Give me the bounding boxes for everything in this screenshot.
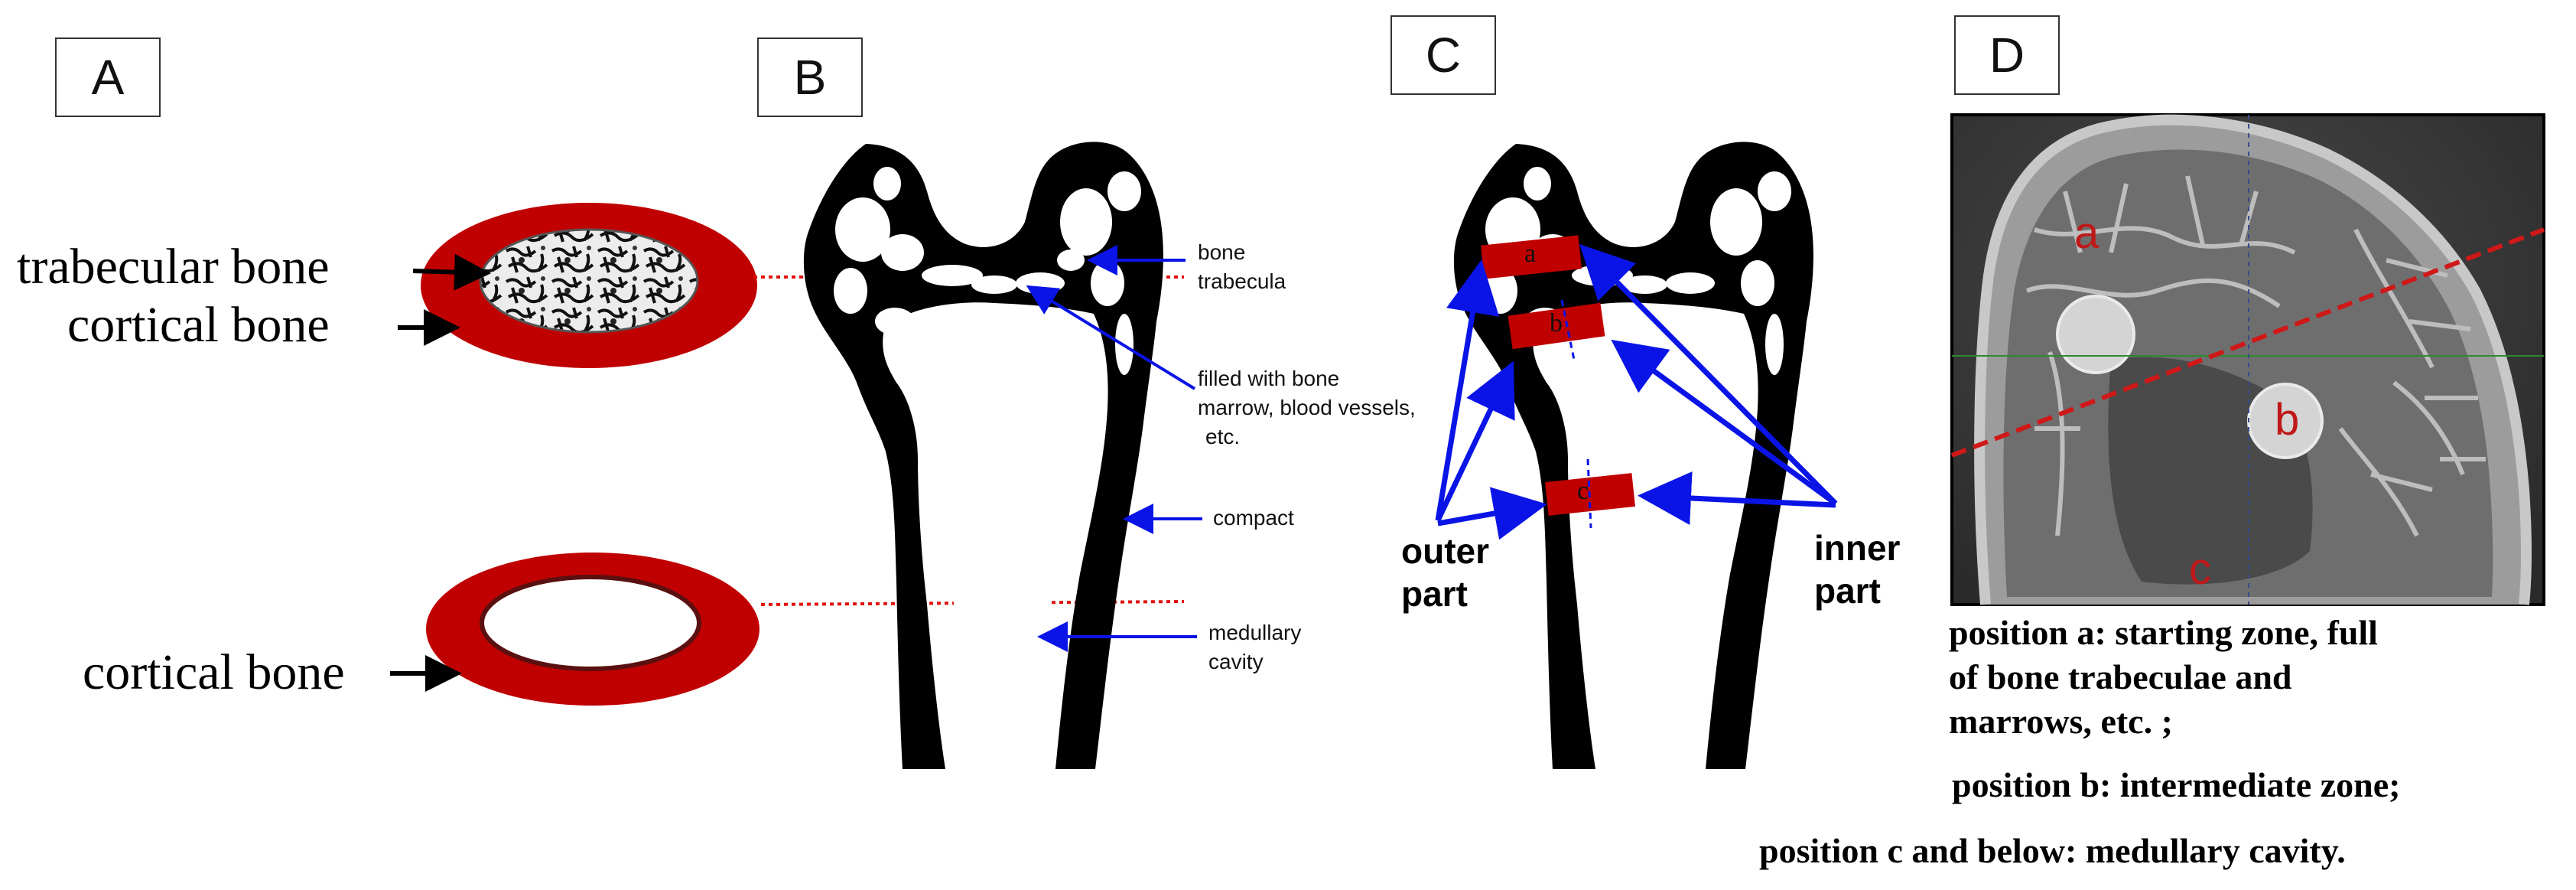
femur-outline-c	[1453, 142, 1813, 769]
caption-position-b: position b: intermediate zone;	[1952, 765, 2401, 804]
arrow-outer-a	[1435, 259, 1500, 521]
arrow-inner-c	[1638, 471, 1836, 525]
trabecula-label: bone trabecula	[1198, 238, 1286, 296]
panel-d-ct-image	[1950, 113, 2545, 606]
trabecular-bone-label: trabecular bone	[17, 239, 330, 295]
inner-part-line1: inner	[1814, 528, 1901, 568]
compact-label: compact	[1213, 506, 1294, 530]
outer-part-label: outer part	[1401, 530, 1489, 615]
sample-box-a-letter: a	[1524, 240, 1537, 268]
panel-b-arrows	[1026, 245, 1202, 652]
cortical-bone-label-top: cortical bone	[67, 297, 330, 353]
caption-position-a: position a: starting zone, full of bone …	[1949, 611, 2378, 744]
marrow-label-line2: marrow, blood vessels,	[1198, 396, 1416, 419]
panel-c-arrows	[1435, 244, 1838, 540]
ct-zone-c-label: c	[2189, 544, 2211, 594]
cortical-ring-bottom-hole	[480, 575, 701, 671]
panel-label-c: C	[1390, 15, 1496, 95]
trabecular-core	[479, 228, 699, 334]
ct-zone-a-label: a	[2074, 208, 2100, 258]
sample-box-c-letter: c	[1577, 477, 1589, 505]
trabecula-label-line1: bone	[1198, 240, 1246, 264]
marrow-label-line3: etc.	[1205, 425, 1241, 448]
arrow-trabecular	[412, 253, 491, 291]
caption-a-line2: of bone trabeculae and	[1949, 657, 2292, 696]
trabecular-network-b	[834, 167, 1141, 773]
caption-a-line1: position a: starting zone, full	[1949, 613, 2378, 652]
arrow-marrow	[1026, 285, 1196, 390]
marrow-label-line1: filled with bone	[1198, 367, 1340, 390]
panel-c-sample-boxes	[1481, 235, 1635, 529]
ct-cortical-rim	[1974, 114, 2532, 605]
sample-box-b-letter: b	[1550, 309, 1563, 337]
cortical-bone-label-bottom: cortical bone	[83, 644, 345, 700]
cavity-label-line2: cavity	[1208, 650, 1264, 673]
ct-trabeculae	[2025, 175, 2486, 537]
arrow-inner-a	[1579, 244, 1838, 506]
femur-outline-b	[803, 142, 1163, 769]
inner-part-label: inner part	[1814, 527, 1900, 612]
ct-zone-b-label: b	[2275, 395, 2300, 445]
trabecula-label-line2: trabecula	[1198, 269, 1286, 293]
ct-red-dashed-line	[1950, 227, 2545, 458]
ct-circle-a	[2056, 295, 2135, 374]
outer-part-line2: part	[1401, 574, 1468, 614]
sample-box-c-divider	[1586, 458, 1592, 529]
inner-part-line2: part	[1814, 571, 1881, 611]
panel-c-femur	[1453, 142, 1813, 773]
sample-box-b	[1508, 302, 1605, 350]
arrow-outer-b	[1435, 360, 1515, 522]
panel-label-b: B	[757, 37, 863, 117]
sample-box-a	[1481, 235, 1582, 279]
cavity-label-line1: medullary	[1208, 621, 1302, 644]
caption-a-line3: marrows, etc. ;	[1949, 702, 2173, 741]
caption-position-c: position c and below: medullary cavity.	[1759, 831, 2346, 870]
panel-b-femur	[803, 142, 1163, 773]
arrow-inner-b	[1611, 339, 1838, 506]
cavity-label: medullary cavity	[1208, 618, 1301, 676]
panel-label-d: D	[1954, 15, 2060, 95]
panel-label-a: A	[55, 37, 161, 117]
outer-part-line1: outer	[1401, 531, 1489, 571]
arrow-outer-c	[1437, 487, 1547, 540]
marrow-label: filled with bone marrow, blood vessels, …	[1198, 364, 1416, 452]
